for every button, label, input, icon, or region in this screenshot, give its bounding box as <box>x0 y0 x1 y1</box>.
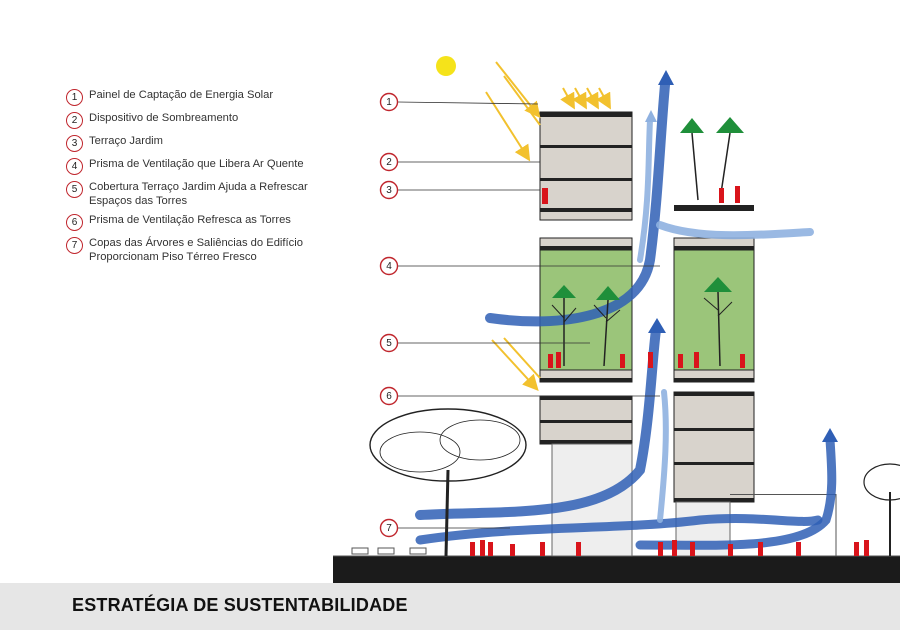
footer-bar: ESTRATÉGIA DE SUSTENTABILIDADE <box>0 583 900 630</box>
airflow-ground-main <box>415 514 823 545</box>
legend-number-badge: 1 <box>66 89 83 106</box>
callout-marker: 6 <box>379 386 399 406</box>
legend-item: 7 Copas das Árvores e Saliências do Edif… <box>66 236 326 264</box>
legend-item: 5 Cobertura Terraço Jardim Ajuda a Refre… <box>66 180 326 208</box>
tower-top-block <box>539 111 633 221</box>
airflow-right-vertical <box>657 389 669 523</box>
callout-marker: 1 <box>379 92 399 112</box>
airflow-ventilation-prism-upper <box>485 80 670 327</box>
callout-circle <box>379 92 399 112</box>
airflow-ground-left <box>415 325 661 520</box>
callout-number: 5 <box>386 338 392 349</box>
callout-marker: 5 <box>379 333 399 353</box>
callout-circle <box>379 180 399 200</box>
legend-item: 3 Terraço Jardim <box>66 134 326 152</box>
tree-icon <box>680 117 744 201</box>
callout-number: 2 <box>386 157 392 168</box>
sun-icon <box>436 56 456 76</box>
callout-circle <box>379 333 399 353</box>
callout-markers: 1 2 3 4 5 6 7 <box>379 92 399 538</box>
callout-circle <box>379 256 399 276</box>
callout-number: 4 <box>386 261 392 272</box>
legend-text: Prisma de Ventilação Refresca as Torres <box>89 214 291 226</box>
callout-circle <box>379 152 399 172</box>
callout-circle <box>379 386 399 406</box>
callout-marker: 2 <box>379 152 399 172</box>
airflow-light-upper <box>637 117 653 263</box>
legend-text: Terraço Jardim <box>89 135 163 147</box>
sun-rays <box>485 61 541 391</box>
legend-text: Prisma de Ventilação que Libera Ar Quent… <box>89 158 304 170</box>
legend-number-badge: 5 <box>66 181 83 198</box>
legend-number-badge: 3 <box>66 135 83 152</box>
callout-marker: 3 <box>379 180 399 200</box>
left-tower <box>539 111 633 557</box>
tree-icon <box>703 277 733 367</box>
legend-number-badge: 4 <box>66 158 83 175</box>
callout-leaders <box>397 101 660 529</box>
legend-text: Dispositivo de Sombreamento <box>89 112 239 124</box>
bench-icons <box>351 547 427 555</box>
airflow-terrace <box>656 221 814 240</box>
airflow-ground-right <box>635 435 837 550</box>
legend-item: 1 Painel de Captação de Energia Solar <box>66 88 326 106</box>
legend-number-badge: 6 <box>66 214 83 231</box>
green-prism-left <box>539 249 633 371</box>
street-tree-icon <box>863 463 900 556</box>
legend-number-badge: 7 <box>66 237 83 254</box>
airflow-arrows <box>415 70 838 550</box>
tree-icon <box>593 286 621 367</box>
legend-text: Cobertura Terraço Jardim Ajuda a Refresc… <box>89 181 308 207</box>
callout-number: 1 <box>386 97 392 108</box>
footer-title: ESTRATÉGIA DE SUSTENTABILIDADE <box>72 595 408 615</box>
legend-item: 6 Prisma de Ventilação Refresca as Torre… <box>66 213 326 231</box>
legend-text: Copas das Árvores e Saliências do Edifíc… <box>89 237 303 263</box>
solar-panel-icon <box>560 87 611 110</box>
ground-slab <box>333 556 900 583</box>
legend-number-badge: 2 <box>66 112 83 129</box>
callout-marker: 7 <box>379 518 399 538</box>
green-prism-right <box>673 249 755 371</box>
tower-right-lower <box>673 391 755 503</box>
legend: 1 Painel de Captação de Energia Solar 2 … <box>66 88 326 269</box>
right-tower <box>673 205 837 557</box>
callout-number: 7 <box>386 523 392 534</box>
callout-number: 3 <box>386 185 392 196</box>
tree-icons <box>369 117 900 557</box>
street-tree-icon <box>369 408 527 557</box>
people-figures <box>470 186 869 556</box>
tree-icon <box>551 285 577 366</box>
legend-item: 4 Prisma de Ventilação que Libera Ar Que… <box>66 157 326 175</box>
callout-circle <box>379 518 399 538</box>
callout-marker: 4 <box>379 256 399 276</box>
legend-text: Painel de Captação de Energia Solar <box>89 89 274 101</box>
legend-item: 2 Dispositivo de Sombreamento <box>66 111 326 129</box>
callout-number: 6 <box>386 391 392 402</box>
